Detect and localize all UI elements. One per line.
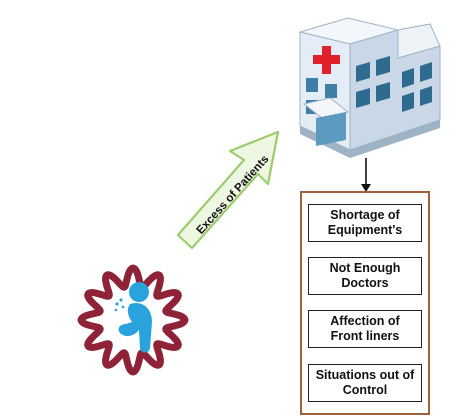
problem-line: Front liners [330,329,400,343]
problem-line: Control [342,383,388,397]
virus-outline [77,264,189,376]
problem-line: Doctors [341,276,389,290]
problem-line: Not Enough [329,261,401,275]
problem-line: Equipment's [327,223,403,237]
connector-arrow [361,158,371,192]
coughing-person-icon [114,282,152,353]
excess-of-patients-arrow [176,130,280,250]
virus-coughing-person-icon [77,264,189,376]
problem-line: Shortage of [330,208,400,222]
problem-line: Affection of [330,314,400,328]
problem-line: Situations out of [315,368,415,382]
hospital-icon [298,17,441,158]
red-cross-icon [313,46,340,74]
